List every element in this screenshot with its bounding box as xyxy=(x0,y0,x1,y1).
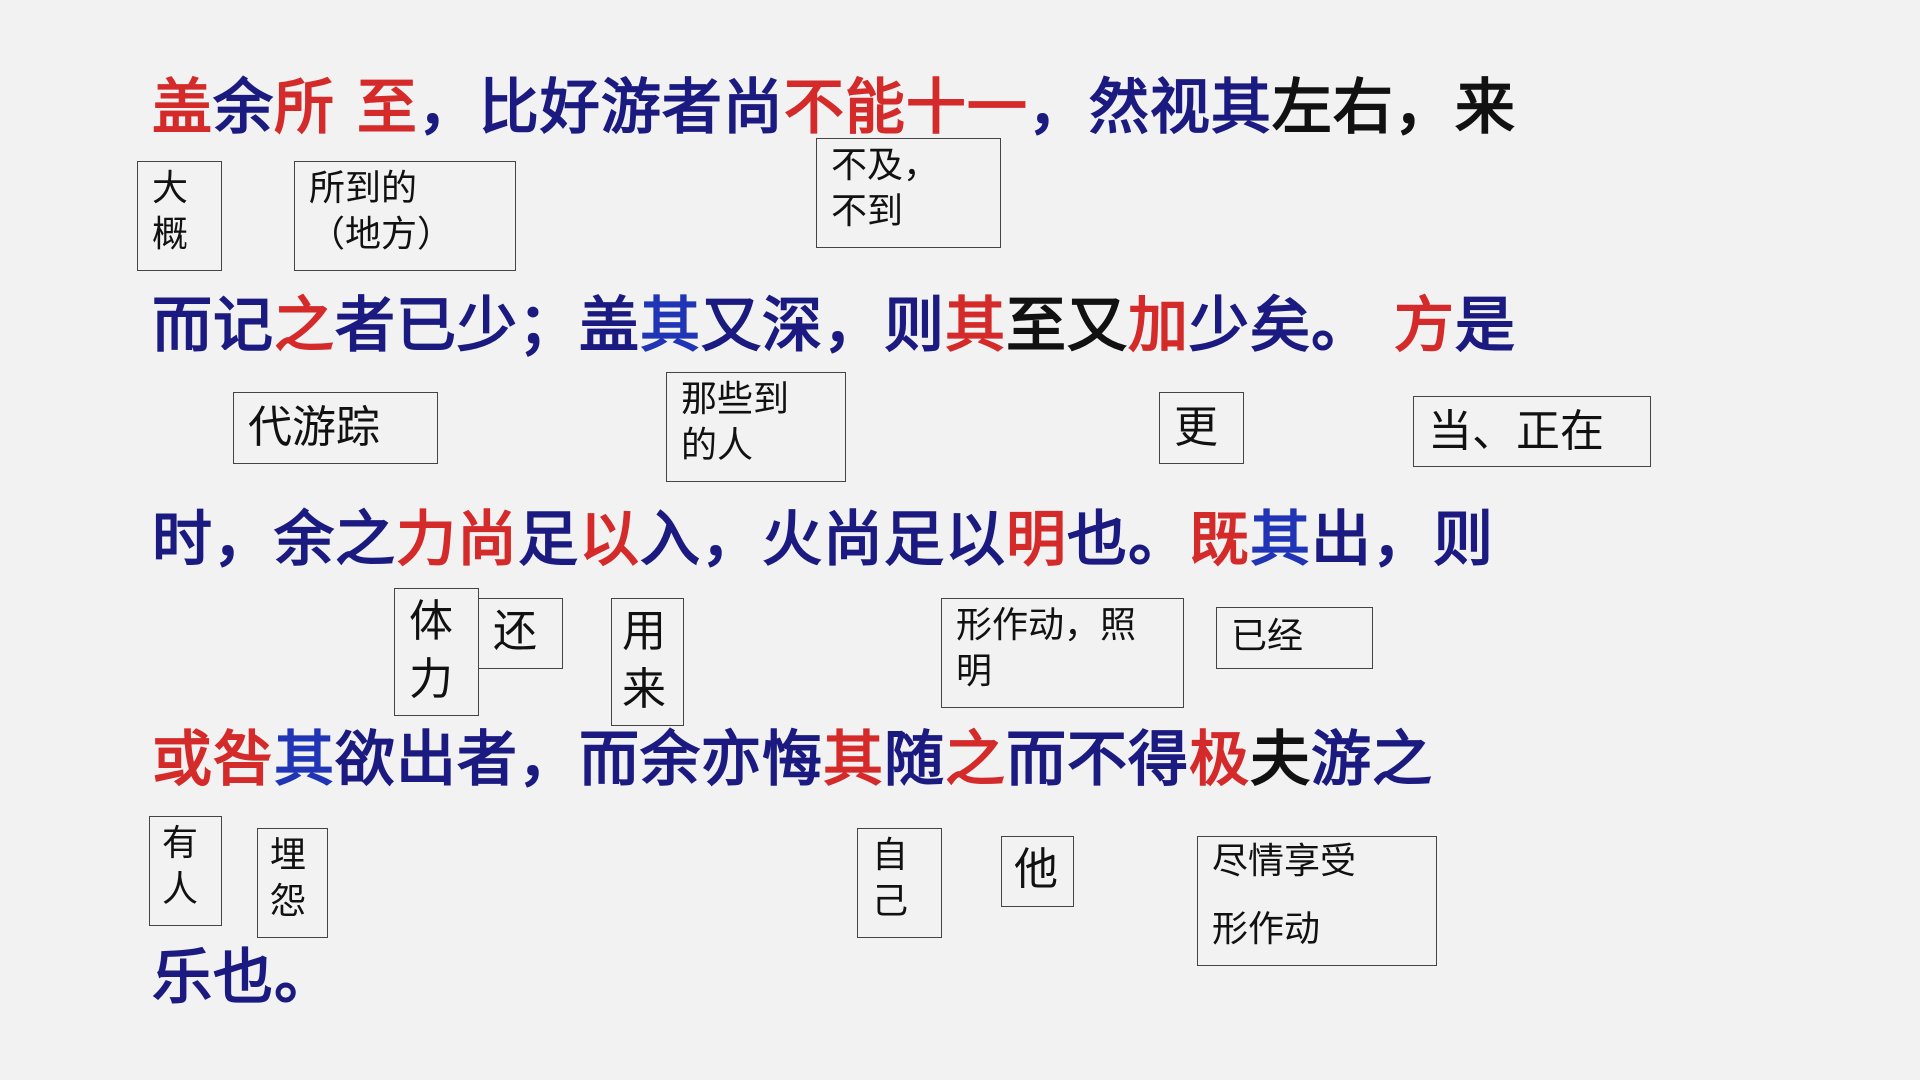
text-segment: 足 xyxy=(518,505,579,575)
text-segment: 明 xyxy=(1006,505,1067,575)
annotation-xingzuodong-zhaoming: 形作动，照 明 xyxy=(941,598,1184,708)
annotation-yijing: 已经 xyxy=(1216,607,1373,669)
text-segment: 其 xyxy=(823,725,884,795)
text-segment: 少矣。 xyxy=(1189,291,1394,361)
text-segment: 加 xyxy=(1128,291,1189,361)
annotation-suodao: 所到的 （地方） xyxy=(294,161,516,271)
annotation-ta: 他 xyxy=(1001,836,1074,907)
text-segment: 欲出者，而余亦悔 xyxy=(335,725,823,795)
annotation-maiyuan: 埋 怨 xyxy=(257,828,328,938)
text-segment: 入，火尚足以 xyxy=(640,505,1006,575)
text-segment: 之 xyxy=(274,291,335,361)
text-segment: 又深，则 xyxy=(701,291,945,361)
text-segment: 夫 xyxy=(1250,725,1311,795)
annotation-buji: 不及， 不到 xyxy=(816,138,1001,248)
text-segment: 盖 xyxy=(152,73,213,143)
text-line-4: 或咎其欲出者，而余亦悔其随之而不得极夫游之 xyxy=(152,722,1433,798)
text-segment: 其 xyxy=(640,291,701,361)
text-segment: 既 xyxy=(1189,505,1250,575)
text-segment: 所 至 xyxy=(274,73,418,143)
text-segment: 左右，来 xyxy=(1271,73,1516,143)
text-segment: 出，则 xyxy=(1311,505,1494,575)
text-line-1: 盖余所 至，比好游者尚不能十一，然视其左右，来 xyxy=(152,70,1516,146)
annotation-tili: 体 力 xyxy=(394,588,479,716)
text-segment: 余 xyxy=(213,73,274,143)
text-segment: 时，余之 xyxy=(152,505,396,575)
text-segment: 是 xyxy=(1454,291,1516,361)
text-segment: 随 xyxy=(884,725,945,795)
annotation-dangzhengzai: 当、正在 xyxy=(1413,396,1651,467)
text-segment: 者已少；盖 xyxy=(335,291,640,361)
annotation-daiyouzong: 代游踪 xyxy=(233,392,438,464)
text-segment: 力尚 xyxy=(396,505,518,575)
text-segment: 以 xyxy=(579,505,640,575)
text-segment: 而不得 xyxy=(1006,725,1189,795)
text-segment: 之 xyxy=(945,725,1006,795)
text-segment: 方 xyxy=(1393,291,1455,361)
text-segment: ，然视其 xyxy=(1027,73,1272,143)
annotation-hai: 还 xyxy=(478,598,563,669)
text-line-3: 时，余之力尚足以入，火尚足以明也。既其出，则 xyxy=(152,502,1494,578)
annotation-youren: 有 人 xyxy=(149,816,222,926)
annotation-geng: 更 xyxy=(1159,392,1244,464)
text-segment: 其 xyxy=(945,291,1006,361)
annotation-jinqing: 尽情享受 形作动 xyxy=(1197,836,1437,966)
text-segment: 至又 xyxy=(1006,291,1128,361)
annotation-ziji: 自 己 xyxy=(857,828,942,938)
text-segment: ，比好游者尚 xyxy=(417,73,784,143)
text-line-5: 乐也。 xyxy=(152,940,335,1016)
text-segment: 或咎 xyxy=(152,725,274,795)
text-segment: 极 xyxy=(1189,725,1250,795)
text-segment: 也。 xyxy=(1067,505,1189,575)
text-segment: 乐也。 xyxy=(152,943,335,1013)
annotation-dagai: 大 概 xyxy=(137,161,222,271)
text-segment: 其 xyxy=(1250,505,1311,575)
text-segment: 不能十一 xyxy=(783,73,1028,143)
text-segment: 其 xyxy=(274,725,335,795)
annotation-yonglai: 用 来 xyxy=(611,598,684,726)
text-segment: 游之 xyxy=(1311,725,1433,795)
annotation-naxie: 那些到 的人 xyxy=(666,372,846,482)
text-line-2: 而记之者已少；盖其又深，则其至又加少矣。 方是 xyxy=(152,288,1516,364)
text-segment: 而记 xyxy=(152,291,274,361)
